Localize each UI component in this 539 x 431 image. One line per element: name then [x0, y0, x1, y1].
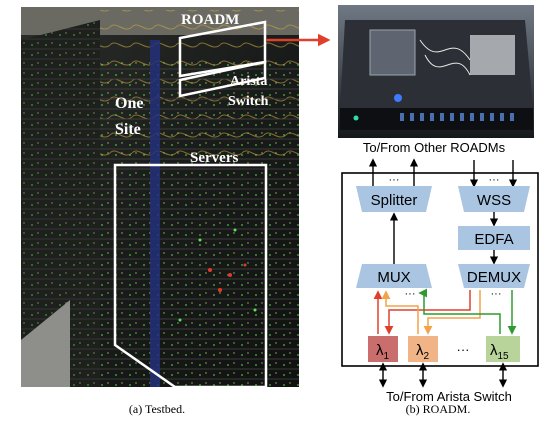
ellipsis-top-right: ··· — [489, 174, 500, 186]
demux-label: DEMUX — [467, 269, 521, 286]
roadm-photo — [338, 5, 534, 138]
mux-label: MUX — [377, 269, 410, 286]
demux-box — [458, 264, 530, 288]
bottom-label: To/From Arista Switch — [386, 389, 512, 404]
arrow-red-demux-lambda1 — [384, 290, 471, 335]
roadm-power-led — [353, 115, 359, 121]
arrow-orange-demux-lambda2 — [423, 290, 481, 335]
testbed-photo: ROADM Arista Switch One Site Servers — [21, 7, 299, 389]
lambda2-label: λ2 — [416, 342, 430, 362]
wss-label: WSS — [477, 192, 511, 209]
roadm-fibers — [419, 39, 471, 76]
photo-server-leds — [178, 228, 257, 322]
wss-box — [458, 186, 530, 212]
roadm-frame — [341, 172, 539, 367]
lambda1-label: λ1 — [376, 342, 390, 362]
mux-box — [356, 264, 432, 288]
roadm-diagram: To/From Other ROADMs ··· ··· Splitter WS… — [341, 140, 539, 404]
lambda15-box — [486, 336, 520, 362]
roadm-front-panel — [340, 108, 533, 130]
photo-floor — [21, 300, 70, 387]
edfa-box — [458, 226, 530, 250]
arista-highlight-box — [178, 60, 267, 98]
caption-a: (a) Testbed. — [129, 402, 185, 416]
label-roadm: ROADM — [181, 12, 239, 28]
label-switch: Switch — [228, 94, 269, 109]
servers-highlight-box — [113, 163, 268, 389]
roadm-module — [369, 29, 416, 76]
lambda1-box — [368, 336, 398, 362]
label-arista: Arista — [230, 74, 267, 89]
splitter-box — [356, 186, 432, 212]
photo-rack-post — [150, 40, 160, 387]
lambda15-label: λ15 — [490, 342, 509, 362]
label-site: Site — [115, 121, 141, 138]
ellipsis-demux: ··· — [491, 288, 502, 300]
roadm-power-unit — [470, 35, 515, 75]
edfa-label: EDFA — [474, 231, 513, 248]
roadm-blue-led — [394, 94, 402, 102]
label-servers: Servers — [190, 150, 238, 166]
caption-b: (b) ROADM. — [406, 402, 471, 416]
arrow-green-lambda15-mux — [418, 288, 501, 334]
lambda2-box — [408, 336, 438, 362]
splitter-label: Splitter — [371, 192, 418, 209]
ellipsis-mux-demux: ··· — [405, 288, 416, 300]
top-label: To/From Other ROADMs — [363, 140, 506, 155]
label-one: One — [115, 95, 143, 112]
ellipsis-top-left: ··· — [389, 174, 400, 186]
arrow-orange-lambda2-mux — [381, 290, 419, 334]
ellipsis-lambdas: ··· — [457, 342, 470, 357]
roadm-ports — [400, 113, 514, 121]
